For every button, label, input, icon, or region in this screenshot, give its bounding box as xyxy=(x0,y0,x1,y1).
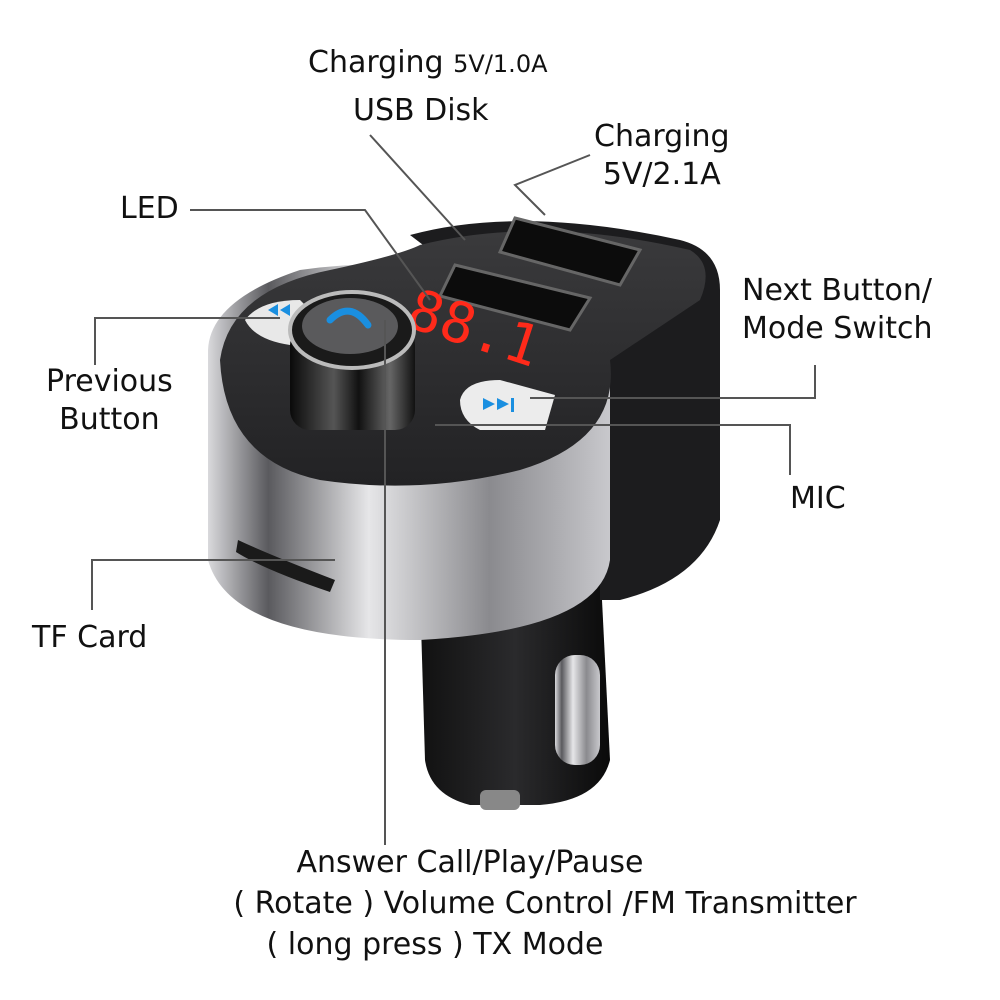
previous-icon xyxy=(268,304,290,316)
usb-disk-label: USB Disk xyxy=(353,93,489,128)
next-icon xyxy=(483,398,514,412)
previous-button-line2: Button xyxy=(59,402,160,437)
led-label: LED xyxy=(120,191,179,226)
charging-port-value: 5V/2.1A xyxy=(602,157,721,192)
leader-lines xyxy=(91,134,816,845)
charging-text: Charging xyxy=(308,45,444,80)
knob-button[interactable] xyxy=(288,290,416,430)
tf-card-slot xyxy=(236,540,335,592)
phone-icon xyxy=(326,307,372,329)
charging-port-label: Charging 5V/2.1A xyxy=(594,118,730,194)
next-button-line2: Mode Switch xyxy=(742,311,933,346)
next-button-label: Next Button/ Mode Switch xyxy=(742,272,932,348)
usb-port-1 xyxy=(497,216,643,287)
knob-label: Answer Call/Play/Pause ( Rotate ) Volume… xyxy=(200,842,890,965)
charging-port-line1: Charging xyxy=(594,119,730,154)
usb-disk-charging-label: Charging 5V/1.0A xyxy=(308,44,548,83)
next-button-line1: Next Button/ xyxy=(742,273,933,308)
next-button[interactable] xyxy=(460,380,555,430)
mic-label: MIC xyxy=(790,481,846,516)
usb-port-2 xyxy=(437,263,593,332)
previous-button-label: Previous Button xyxy=(46,363,173,439)
knob-line1: Answer Call/Play/Pause xyxy=(296,845,644,880)
tf-card-label: TF Card xyxy=(32,620,148,655)
previous-button-line1: Previous xyxy=(46,364,173,399)
usb-disk-charging-value: 5V/1.0A xyxy=(453,50,548,78)
knob-line2: ( Rotate ) Volume Control /FM Transmitte… xyxy=(233,886,857,921)
knob-line3: ( long press ) TX Mode xyxy=(266,927,604,962)
